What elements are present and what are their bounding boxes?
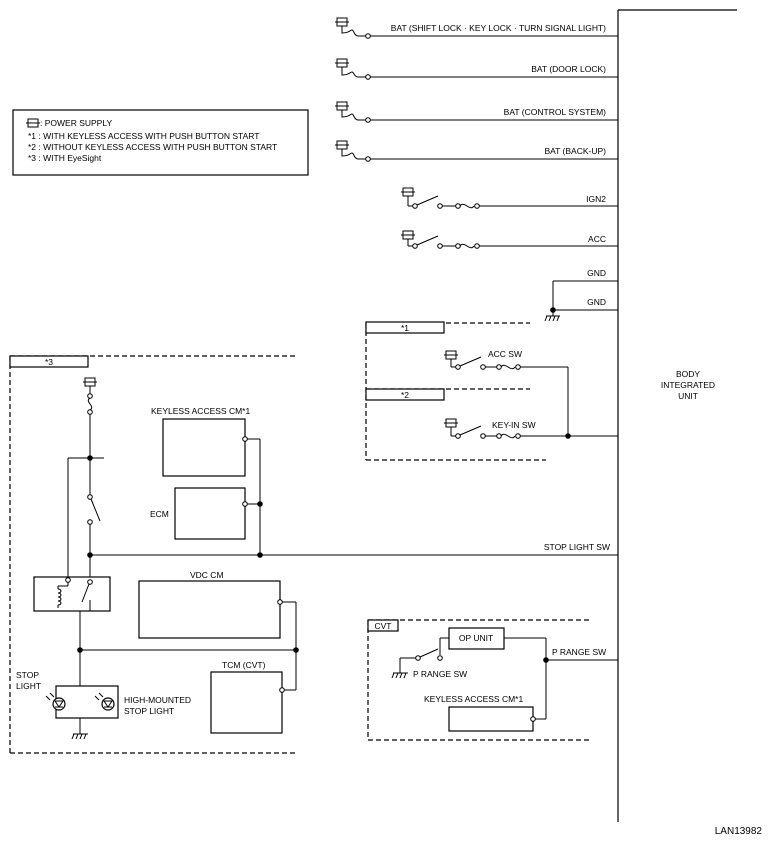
power-supply-icon bbox=[443, 418, 459, 428]
keyless-cm-box bbox=[162, 418, 246, 477]
tcm-label: TCM (CVT) bbox=[222, 660, 266, 670]
acc-line: ACC bbox=[400, 230, 618, 249]
power-supply-icon bbox=[82, 377, 98, 387]
ign2-line: IGN2 bbox=[400, 187, 618, 209]
vdc-tcm-block: VDC CM TCM (CVT) bbox=[138, 570, 297, 734]
stop-light-lamp bbox=[52, 697, 66, 711]
stop-light-label-2: LIGHT bbox=[16, 681, 41, 691]
keyless-cm-label: KEYLESS ACCESS CM*1 bbox=[151, 406, 250, 416]
bat-backup-label: BAT (BACK-UP) bbox=[544, 146, 606, 156]
group-acc-keyin: *1 *2 ACC SW KEY-IN SW bbox=[365, 321, 618, 461]
stop-light-label-1: STOP bbox=[16, 670, 39, 680]
legend-power-supply: : POWER SUPPLY bbox=[40, 118, 112, 128]
acc-label: ACC bbox=[588, 234, 606, 244]
cvt-tag: CVT bbox=[375, 621, 392, 631]
power-supply-icon bbox=[400, 187, 416, 197]
keyless-ecm-block: KEYLESS ACCESS CM*1 ECM bbox=[150, 406, 263, 558]
group-3-tag: *3 bbox=[45, 357, 53, 367]
stop-light-switch-circuit: STOP LIGHT SW bbox=[33, 377, 618, 686]
bat-control-label: BAT (CONTROL SYSTEM) bbox=[504, 107, 606, 117]
relay-box bbox=[33, 576, 111, 612]
body-integrated-unit: BODY INTEGRATED UNIT bbox=[617, 9, 737, 822]
keyless-cm-cvt-box bbox=[448, 706, 534, 732]
keyless-cm-cvt-label: KEYLESS ACCESS CM*1 bbox=[424, 694, 523, 704]
legend-note-3: *3 : WITH EyeSight bbox=[28, 153, 102, 163]
gnd-label-2: GND bbox=[587, 297, 606, 307]
stop-lights: STOP LIGHT HIGH-MOUNTED STOP LIGHT bbox=[16, 670, 191, 740]
bat-door-line: BAT (DOOR LOCK) bbox=[334, 58, 618, 80]
p-range-sw-label: P RANGE SW bbox=[413, 669, 467, 679]
gnd-label-1: GND bbox=[587, 268, 606, 278]
ign2-label: IGN2 bbox=[586, 194, 606, 204]
group-1-tag: *1 bbox=[401, 323, 409, 333]
high-mounted-label-1: HIGH-MOUNTED bbox=[124, 695, 191, 705]
high-mounted-label-2: STOP LIGHT bbox=[124, 706, 174, 716]
unit-label-1: BODY bbox=[676, 369, 700, 379]
bat-control-line: BAT (CONTROL SYSTEM) bbox=[334, 101, 618, 123]
vdc-cm-label: VDC CM bbox=[190, 570, 224, 580]
keyin-sw-label: KEY-IN SW bbox=[492, 420, 536, 430]
ecm-label: ECM bbox=[150, 509, 169, 519]
bat-shift-label: BAT (SHIFT LOCK · KEY LOCK · TURN SIGNAL… bbox=[391, 23, 606, 33]
vdc-cm-box bbox=[138, 580, 281, 639]
power-supply-icon bbox=[334, 58, 350, 68]
group-cvt: CVT OP UNIT P RANGE SW P RANGE SW KEYLES… bbox=[367, 619, 618, 741]
figure-id: LAN13982 bbox=[715, 826, 763, 837]
legend-note-2: *2 : WITHOUT KEYLESS ACCESS WITH PUSH BU… bbox=[28, 142, 277, 152]
ecm-box bbox=[174, 487, 246, 540]
power-supply-icon bbox=[334, 17, 350, 27]
bat-backup-line: BAT (BACK-UP) bbox=[334, 140, 618, 162]
power-supply-icon bbox=[400, 230, 416, 240]
unit-label-2: INTEGRATED bbox=[661, 380, 715, 390]
legend-box: : POWER SUPPLY *1 : WITH KEYLESS ACCESS … bbox=[12, 109, 309, 176]
stop-light-sw-label: STOP LIGHT SW bbox=[544, 542, 610, 552]
group-eyesight: *3 bbox=[9, 355, 296, 754]
tcm-box bbox=[210, 671, 283, 734]
power-supply-icon bbox=[334, 140, 350, 150]
bat-shift-line: BAT (SHIFT LOCK · KEY LOCK · TURN SIGNAL… bbox=[334, 17, 618, 39]
legend-note-1: *1 : WITH KEYLESS ACCESS WITH PUSH BUTTO… bbox=[28, 131, 259, 141]
p-range-sw-bus-label: P RANGE SW bbox=[552, 647, 606, 657]
high-mounted-stop-light-lamp bbox=[101, 697, 115, 711]
group-2-tag: *2 bbox=[401, 390, 409, 400]
power-supply-icon bbox=[25, 118, 41, 128]
power-supply-icon bbox=[443, 350, 459, 360]
acc-sw-label: ACC SW bbox=[488, 349, 522, 359]
bat-door-label: BAT (DOOR LOCK) bbox=[531, 64, 606, 74]
unit-label-3: UNIT bbox=[678, 391, 698, 401]
op-unit-label: OP UNIT bbox=[459, 633, 493, 643]
power-supply-icon bbox=[334, 101, 350, 111]
gnd-lines: GND GND bbox=[544, 268, 618, 322]
